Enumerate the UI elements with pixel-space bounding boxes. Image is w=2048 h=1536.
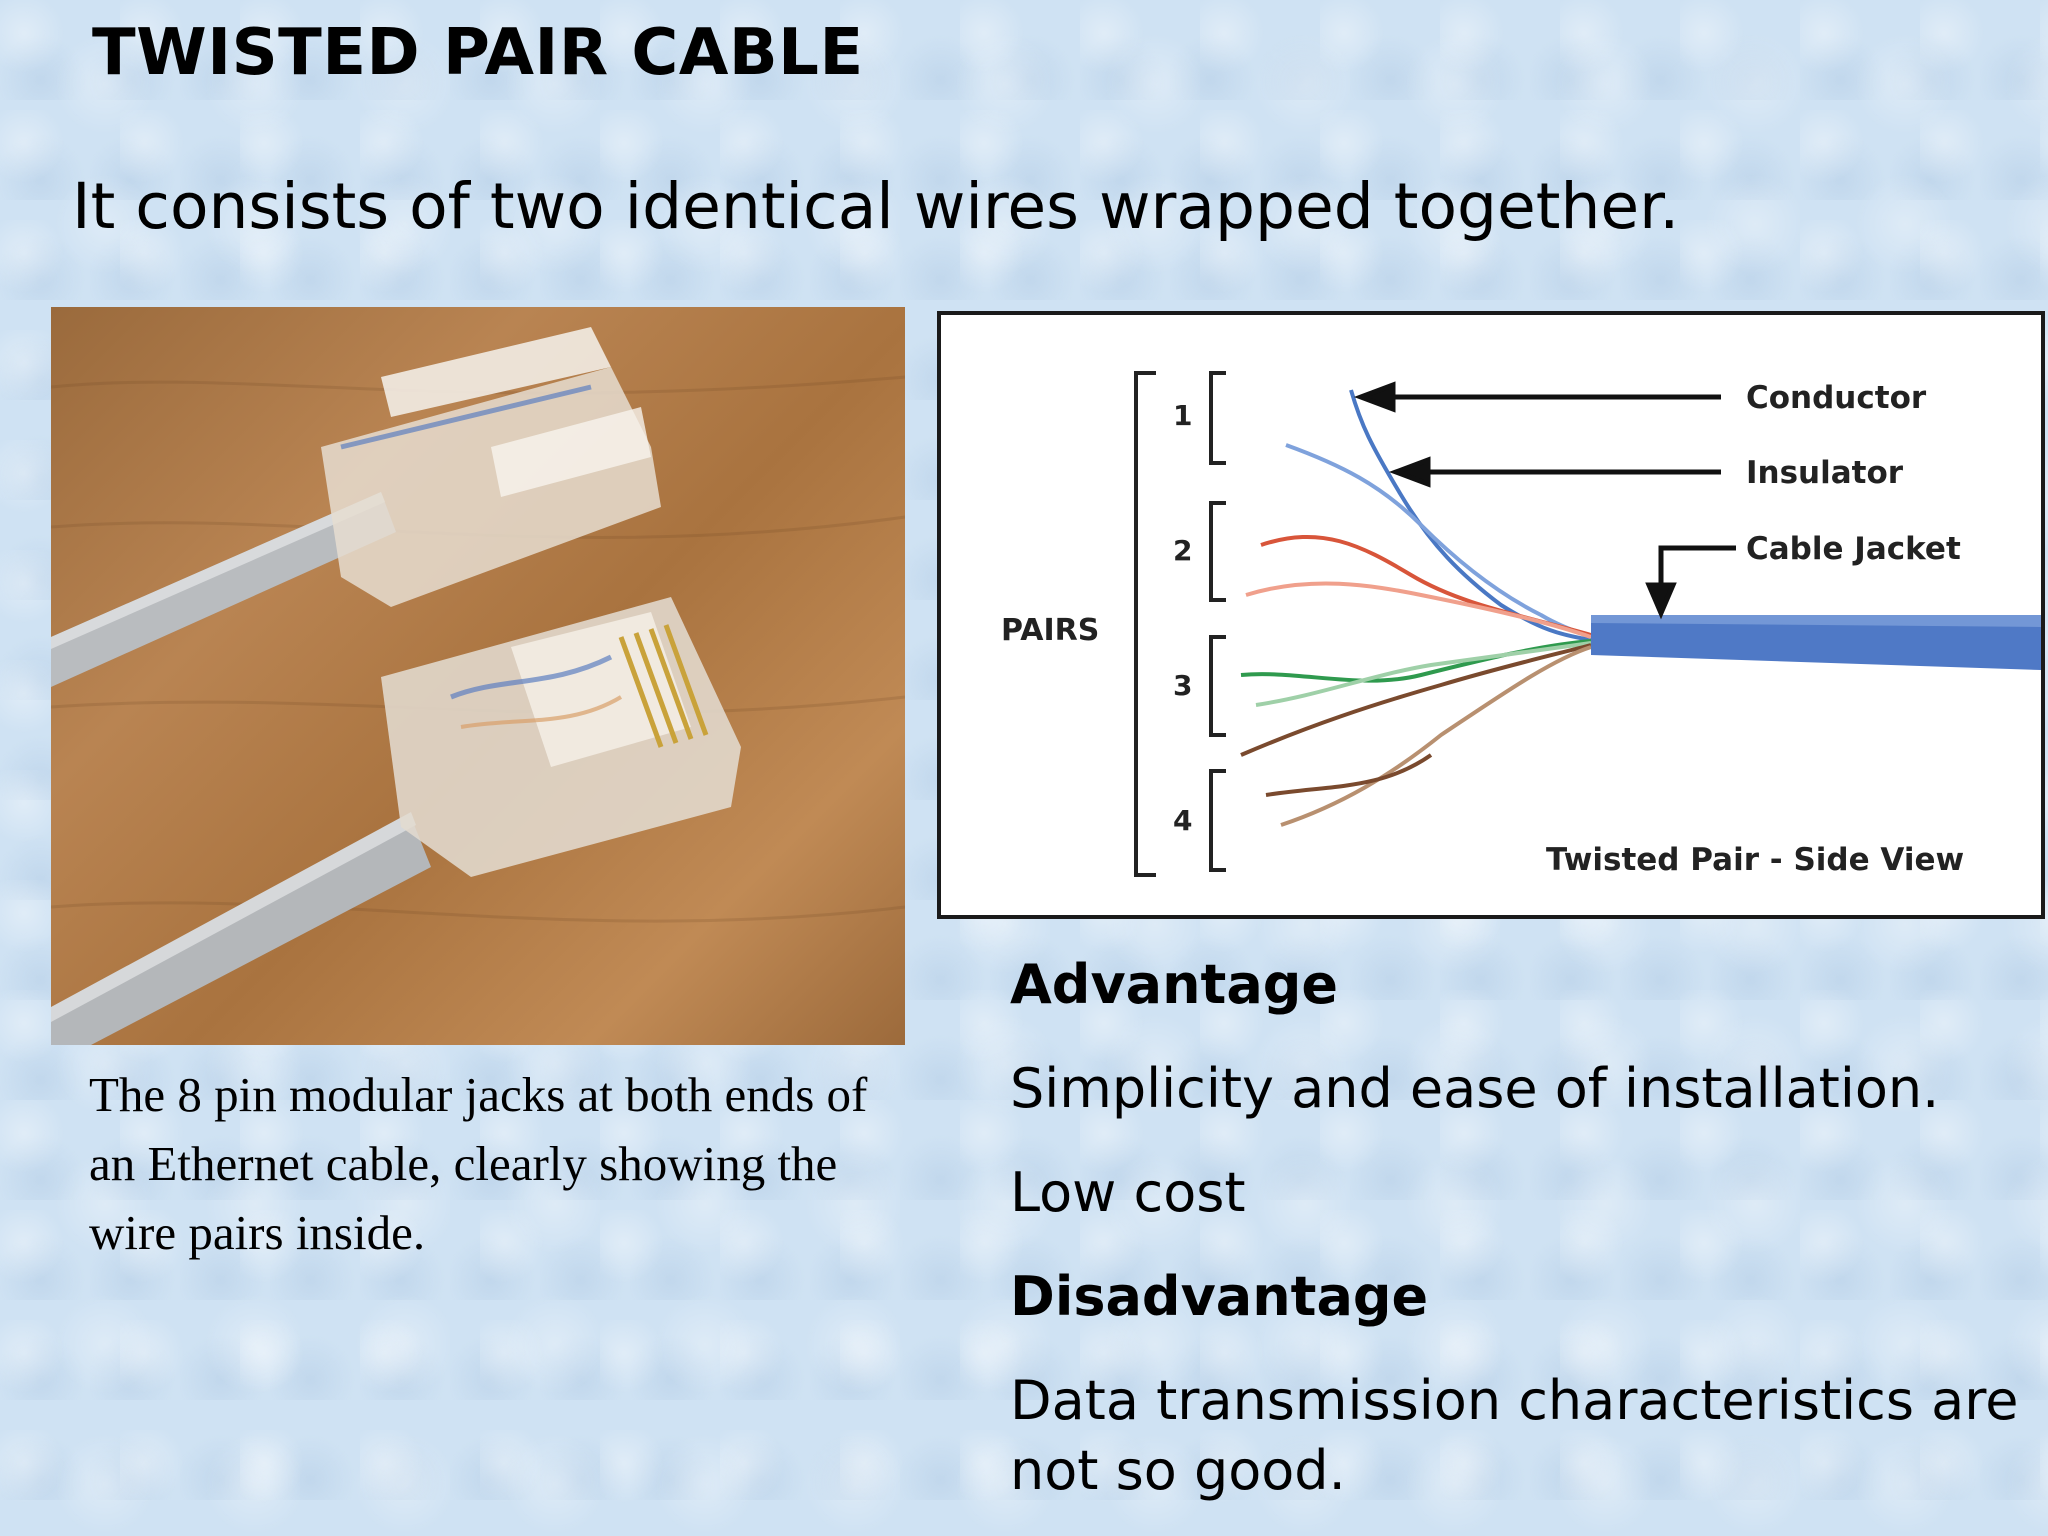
pairs-label: PAIRS (1001, 613, 1099, 648)
slide-subtitle: It consists of two identical wires wrapp… (72, 170, 1680, 243)
diagram-caption: Twisted Pair - Side View (1546, 842, 1964, 878)
advantage-item: Simplicity and ease of installation. (1010, 1057, 1940, 1120)
pros-cons-list: Advantage Simplicity and ease of install… (1010, 950, 2040, 1506)
advantage-item: Low cost (1010, 1161, 1246, 1224)
insulator-label: Insulator (1746, 455, 1904, 491)
upper-connector (321, 327, 661, 607)
pair-number-1: 1 (1173, 399, 1192, 432)
pair-number-4: 4 (1173, 804, 1192, 837)
advantage-heading: Advantage (1010, 953, 1339, 1016)
cable-jacket-label: Cable Jacket (1746, 531, 1961, 567)
disadvantage-item: Data transmission characteristics are no… (1010, 1369, 2019, 1502)
rj45-connectors-illustration (51, 327, 905, 1045)
conductor-label: Conductor (1746, 380, 1927, 416)
twisted-pair-diagram: PAIRS 1 2 3 4 (937, 311, 2045, 919)
slide-title: TWISTED PAIR CABLE (92, 16, 864, 90)
rj45-connectors-photo (51, 307, 905, 1045)
photo-caption: The 8 pin modular jacks at both ends of … (89, 1067, 868, 1260)
lower-connector (381, 597, 741, 877)
cable-jacket (1591, 615, 2041, 670)
pair-number-3: 3 (1173, 669, 1192, 702)
wire-pairs (1240, 389, 1592, 827)
pair-number-2: 2 (1173, 534, 1192, 567)
callout-arrows (1353, 381, 1736, 620)
disadvantage-heading: Disadvantage (1010, 1265, 1429, 1328)
